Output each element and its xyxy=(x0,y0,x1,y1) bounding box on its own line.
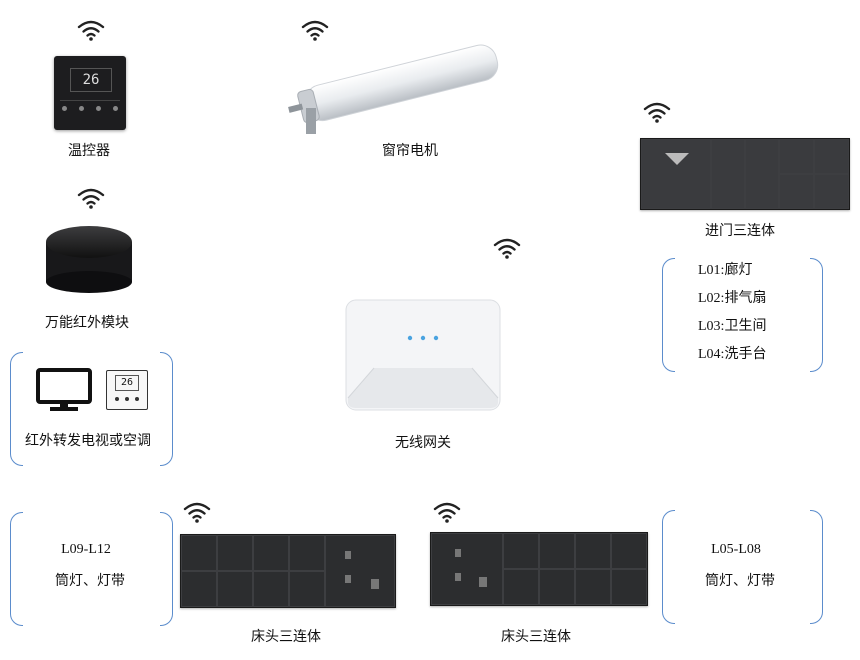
load-description: 筒灯、灯带 xyxy=(55,573,125,589)
bedside-right-label: 床头三连体 xyxy=(501,629,571,645)
curtain-motor-icon xyxy=(288,44,499,134)
usb-icon xyxy=(371,579,379,589)
load-item: L04:洗手台 xyxy=(698,346,767,362)
load-description: 筒灯、灯带 xyxy=(705,573,775,589)
bracket-left xyxy=(10,512,23,626)
ir-forward-label: 红外转发电视或空调 xyxy=(25,433,151,449)
wifi-icon xyxy=(183,502,211,523)
ac-controller-icon: 26 xyxy=(106,370,148,410)
ir-module-label: 万能红外模块 xyxy=(45,315,129,331)
curtain-motor-label: 窗帘电机 xyxy=(382,143,438,159)
bracket-right xyxy=(810,258,823,372)
load-range: L09-L12 xyxy=(61,542,111,557)
bedside-switch-panel-icon xyxy=(430,532,648,606)
load-item: L01:廊灯 xyxy=(698,262,753,278)
bracket-right xyxy=(160,512,173,626)
wifi-icon xyxy=(493,238,521,259)
gateway-label: 无线网关 xyxy=(395,435,451,451)
bracket-right xyxy=(810,510,823,624)
bracket-right xyxy=(160,352,173,466)
socket-icon xyxy=(455,573,461,581)
load-range: L05-L08 xyxy=(711,542,761,557)
tv-icon xyxy=(36,368,92,411)
bedside-left-label: 床头三连体 xyxy=(251,629,321,645)
usb-icon xyxy=(479,577,487,587)
load-item: L03:卫生间 xyxy=(698,318,767,334)
bracket-left xyxy=(662,510,675,624)
bedside-switch-panel-icon xyxy=(180,534,396,608)
wifi-icon xyxy=(433,502,461,523)
bracket-left xyxy=(10,352,23,466)
gateway-icon xyxy=(345,299,501,411)
load-item: L02:排气扇 xyxy=(698,290,767,306)
ir-module-icon xyxy=(46,226,132,293)
socket-icon xyxy=(345,575,351,583)
entry-load-list: L01:廊灯 L02:排气扇 L03:卫生间 L04:洗手台 xyxy=(698,260,766,372)
entry-switch-panel-icon xyxy=(640,138,850,210)
thermostat-label: 温控器 xyxy=(68,143,110,159)
wifi-icon xyxy=(77,20,105,41)
wifi-icon xyxy=(301,20,329,41)
entry-panel-label: 进门三连体 xyxy=(705,223,775,239)
socket-icon xyxy=(455,549,461,557)
thermostat-icon: 26 xyxy=(54,56,126,130)
wifi-icon xyxy=(77,188,105,209)
bracket-left xyxy=(662,258,675,372)
socket-icon xyxy=(345,551,351,559)
wifi-icon xyxy=(643,102,671,123)
